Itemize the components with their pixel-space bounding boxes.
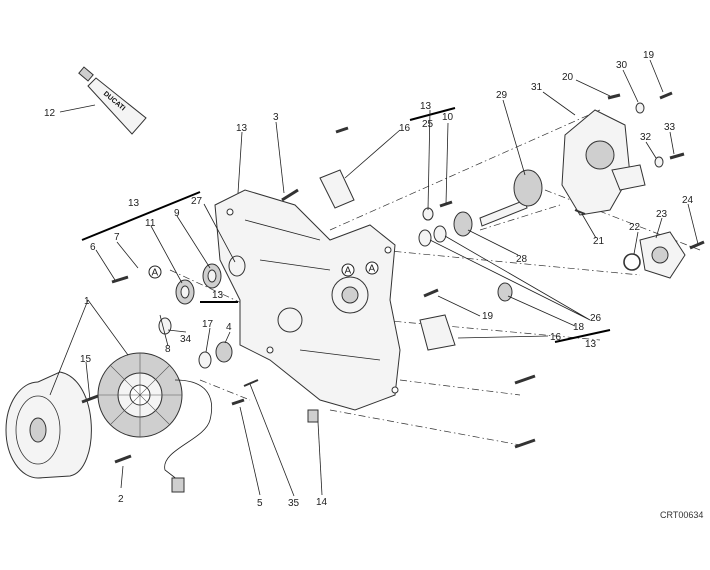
seal-27	[228, 255, 246, 277]
callout-25: 25	[422, 119, 434, 130]
marker-a-2: A	[345, 266, 352, 277]
callout-30: 30	[616, 60, 628, 71]
leader-lines	[49, 59, 699, 497]
ring-34	[158, 317, 172, 335]
ring-17	[198, 351, 212, 369]
callout-13-cover: 13	[236, 123, 248, 134]
impeller-shaft[interactable]	[479, 169, 543, 227]
marker-a-3: A	[369, 264, 376, 275]
callout-35: 35	[288, 498, 300, 509]
callout-33: 33	[664, 122, 676, 133]
callout-14: 14	[316, 497, 328, 508]
washer-30	[635, 102, 645, 114]
bush-18	[497, 282, 513, 302]
callout-2: 2	[118, 494, 124, 505]
callout-13-nipple-group: 13	[585, 339, 597, 350]
bearing-4	[215, 341, 233, 363]
callout-22: 22	[629, 222, 641, 233]
flywheel-rotor[interactable]	[5, 371, 92, 479]
callout-24: 24	[682, 195, 694, 206]
callout-19-mid: 19	[482, 311, 494, 322]
seal-28	[453, 211, 473, 237]
callout-17: 17	[202, 319, 214, 330]
callout-19-top: 19	[643, 50, 655, 61]
callout-labels: 1 2 3 4 5 6 7 8 9 10 11 12 13 13 13 13 1…	[44, 50, 694, 509]
marker-a-1: A	[152, 268, 159, 279]
washer-32	[654, 156, 664, 168]
callout-7: 7	[114, 232, 120, 243]
callout-5: 5	[257, 498, 263, 509]
callout-21: 21	[593, 236, 605, 247]
callout-29: 29	[496, 90, 508, 101]
callout-6: 6	[90, 242, 96, 253]
o-ring-22	[623, 253, 641, 271]
callout-18: 18	[573, 322, 585, 333]
bearings-seals	[158, 102, 664, 369]
callout-23: 23	[656, 209, 668, 220]
screws	[81, 91, 705, 464]
callout-4: 4	[226, 322, 232, 333]
nipples	[307, 169, 456, 423]
callout-12: 12	[44, 108, 56, 119]
callout-15: 15	[80, 354, 92, 365]
callout-10: 10	[442, 112, 454, 123]
callout-32: 32	[640, 132, 652, 143]
sealant-tube[interactable]: DUCATI	[78, 66, 147, 135]
callout-27: 27	[191, 196, 203, 207]
washer-seal	[418, 229, 432, 247]
callout-13-top-group: 13	[420, 101, 432, 112]
outlet-plate[interactable]	[623, 231, 686, 279]
callout-16-bottom: 16	[550, 332, 562, 343]
callout-11: 11	[145, 218, 156, 229]
callout-31: 31	[531, 82, 543, 93]
callout-13-left-group: 13	[128, 198, 140, 209]
reference-markers: A A A	[148, 261, 379, 279]
callout-8: 8	[165, 344, 171, 355]
callout-20: 20	[562, 72, 574, 83]
group-brackets	[81, 107, 611, 343]
callout-9: 9	[174, 208, 180, 219]
engine-side-cover[interactable]	[214, 189, 401, 411]
callout-16-top: 16	[399, 123, 411, 134]
callout-1: 1	[84, 296, 90, 307]
reference-code: CRT00634	[660, 510, 703, 520]
callout-26: 26	[590, 313, 602, 324]
callout-3: 3	[273, 112, 279, 123]
water-pump-cover[interactable]	[561, 109, 646, 216]
callout-13-bearing-group: 13	[212, 290, 224, 301]
callout-34: 34	[180, 334, 192, 345]
stator-coil[interactable]	[97, 352, 213, 493]
callout-28: 28	[516, 254, 528, 265]
